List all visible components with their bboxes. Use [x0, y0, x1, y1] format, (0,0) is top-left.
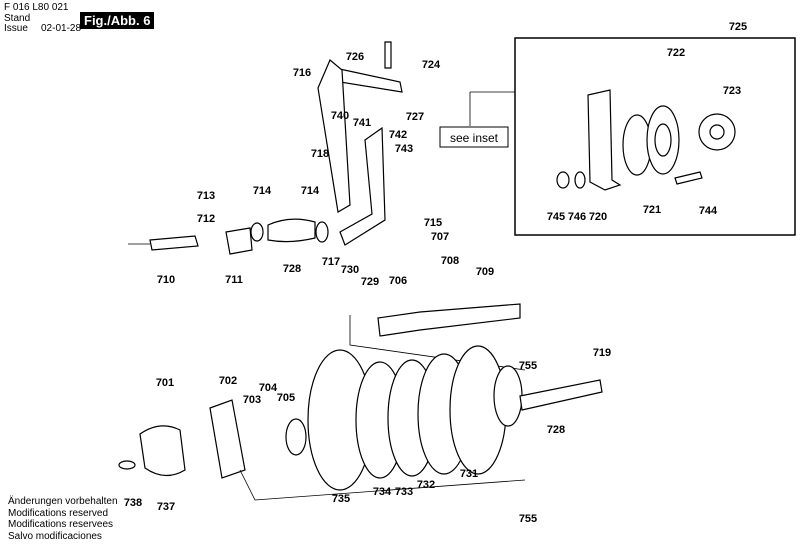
- see-inset-label: see inset: [450, 131, 499, 145]
- part-label-709: 709: [476, 266, 494, 278]
- part-label-734: 734: [373, 486, 392, 498]
- issue-label: Issue: [4, 23, 28, 34]
- part-label-729: 729: [361, 276, 379, 288]
- part-label-755: 755: [519, 513, 537, 525]
- part-label-718: 718: [311, 148, 329, 160]
- part-label-711: 711: [225, 274, 243, 286]
- part-label-728: 728: [283, 263, 301, 275]
- part-label-724: 724: [422, 59, 441, 71]
- document-number: F 016 L80 021: [4, 2, 69, 13]
- part-label-708: 708: [441, 255, 459, 267]
- inset-frame: [514, 37, 796, 236]
- part-label-703: 703: [243, 394, 261, 406]
- part-label-742: 742: [389, 129, 407, 141]
- part-label-721: 721: [643, 204, 661, 216]
- part-label-732: 732: [417, 479, 435, 491]
- note-fr: Modifications reservees: [8, 519, 114, 530]
- part-label-740: 740: [331, 110, 349, 122]
- part-label-743: 743: [395, 143, 413, 155]
- part-label-713: 713: [197, 190, 215, 202]
- part-label-726: 726: [346, 51, 364, 63]
- part-label-706: 706: [389, 275, 407, 287]
- note-de: Änderungen vorbehalten: [8, 496, 118, 507]
- part-label-717: 717: [322, 256, 340, 268]
- part-label-744: 744: [699, 205, 718, 217]
- part-label-741: 741: [353, 117, 371, 129]
- part-label-705: 705: [277, 392, 295, 404]
- part-label-712: 712: [197, 213, 215, 225]
- part-label-745: 745: [547, 211, 565, 223]
- issue-date: 02-01-28: [41, 23, 82, 34]
- part-labels: 725 726 724 716 727 740 741 742 743 718 713 714 714 7…: [124, 21, 747, 525]
- figure-label: Fig./Abb. 6: [80, 12, 155, 29]
- part-label-728: 728: [547, 424, 565, 436]
- part-label-731: 731: [460, 468, 478, 480]
- part-label-746: 746: [568, 211, 586, 223]
- main-parts: [118, 41, 603, 501]
- part-label-733: 733: [395, 486, 413, 498]
- part-label-738: 738: [124, 497, 142, 509]
- modification-notes: Änderungen vorbehalten Modifications res…: [8, 496, 118, 542]
- part-label-730: 730: [341, 264, 359, 276]
- part-label-707: 707: [431, 231, 449, 243]
- part-label-737: 737: [157, 501, 175, 513]
- part-label-727: 727: [406, 111, 424, 123]
- part-label-723: 723: [723, 85, 741, 97]
- part-label-714: 714: [253, 185, 272, 197]
- part-label-702: 702: [219, 375, 237, 387]
- stand-label: Stand: [4, 13, 31, 24]
- part-label-755: 755: [519, 360, 537, 372]
- part-label-722: 722: [667, 47, 685, 59]
- part-label-710: 710: [157, 274, 175, 286]
- part-label-701: 701: [156, 377, 174, 389]
- part-label-715: 715: [424, 217, 442, 229]
- note-en: Modifications reserved: [8, 507, 109, 519]
- part-label-720: 720: [589, 211, 607, 223]
- part-label-714: 714: [301, 185, 320, 197]
- part-label-704: 704: [259, 382, 278, 394]
- part-label-716: 716: [293, 67, 311, 79]
- part-label-735: 735: [332, 493, 350, 505]
- note-es: Salvo modificaciones: [8, 530, 102, 542]
- part-label-725: 725: [729, 21, 747, 33]
- part-label-719: 719: [593, 347, 611, 359]
- inset-parts: [556, 89, 736, 191]
- see-inset-box: [439, 126, 509, 148]
